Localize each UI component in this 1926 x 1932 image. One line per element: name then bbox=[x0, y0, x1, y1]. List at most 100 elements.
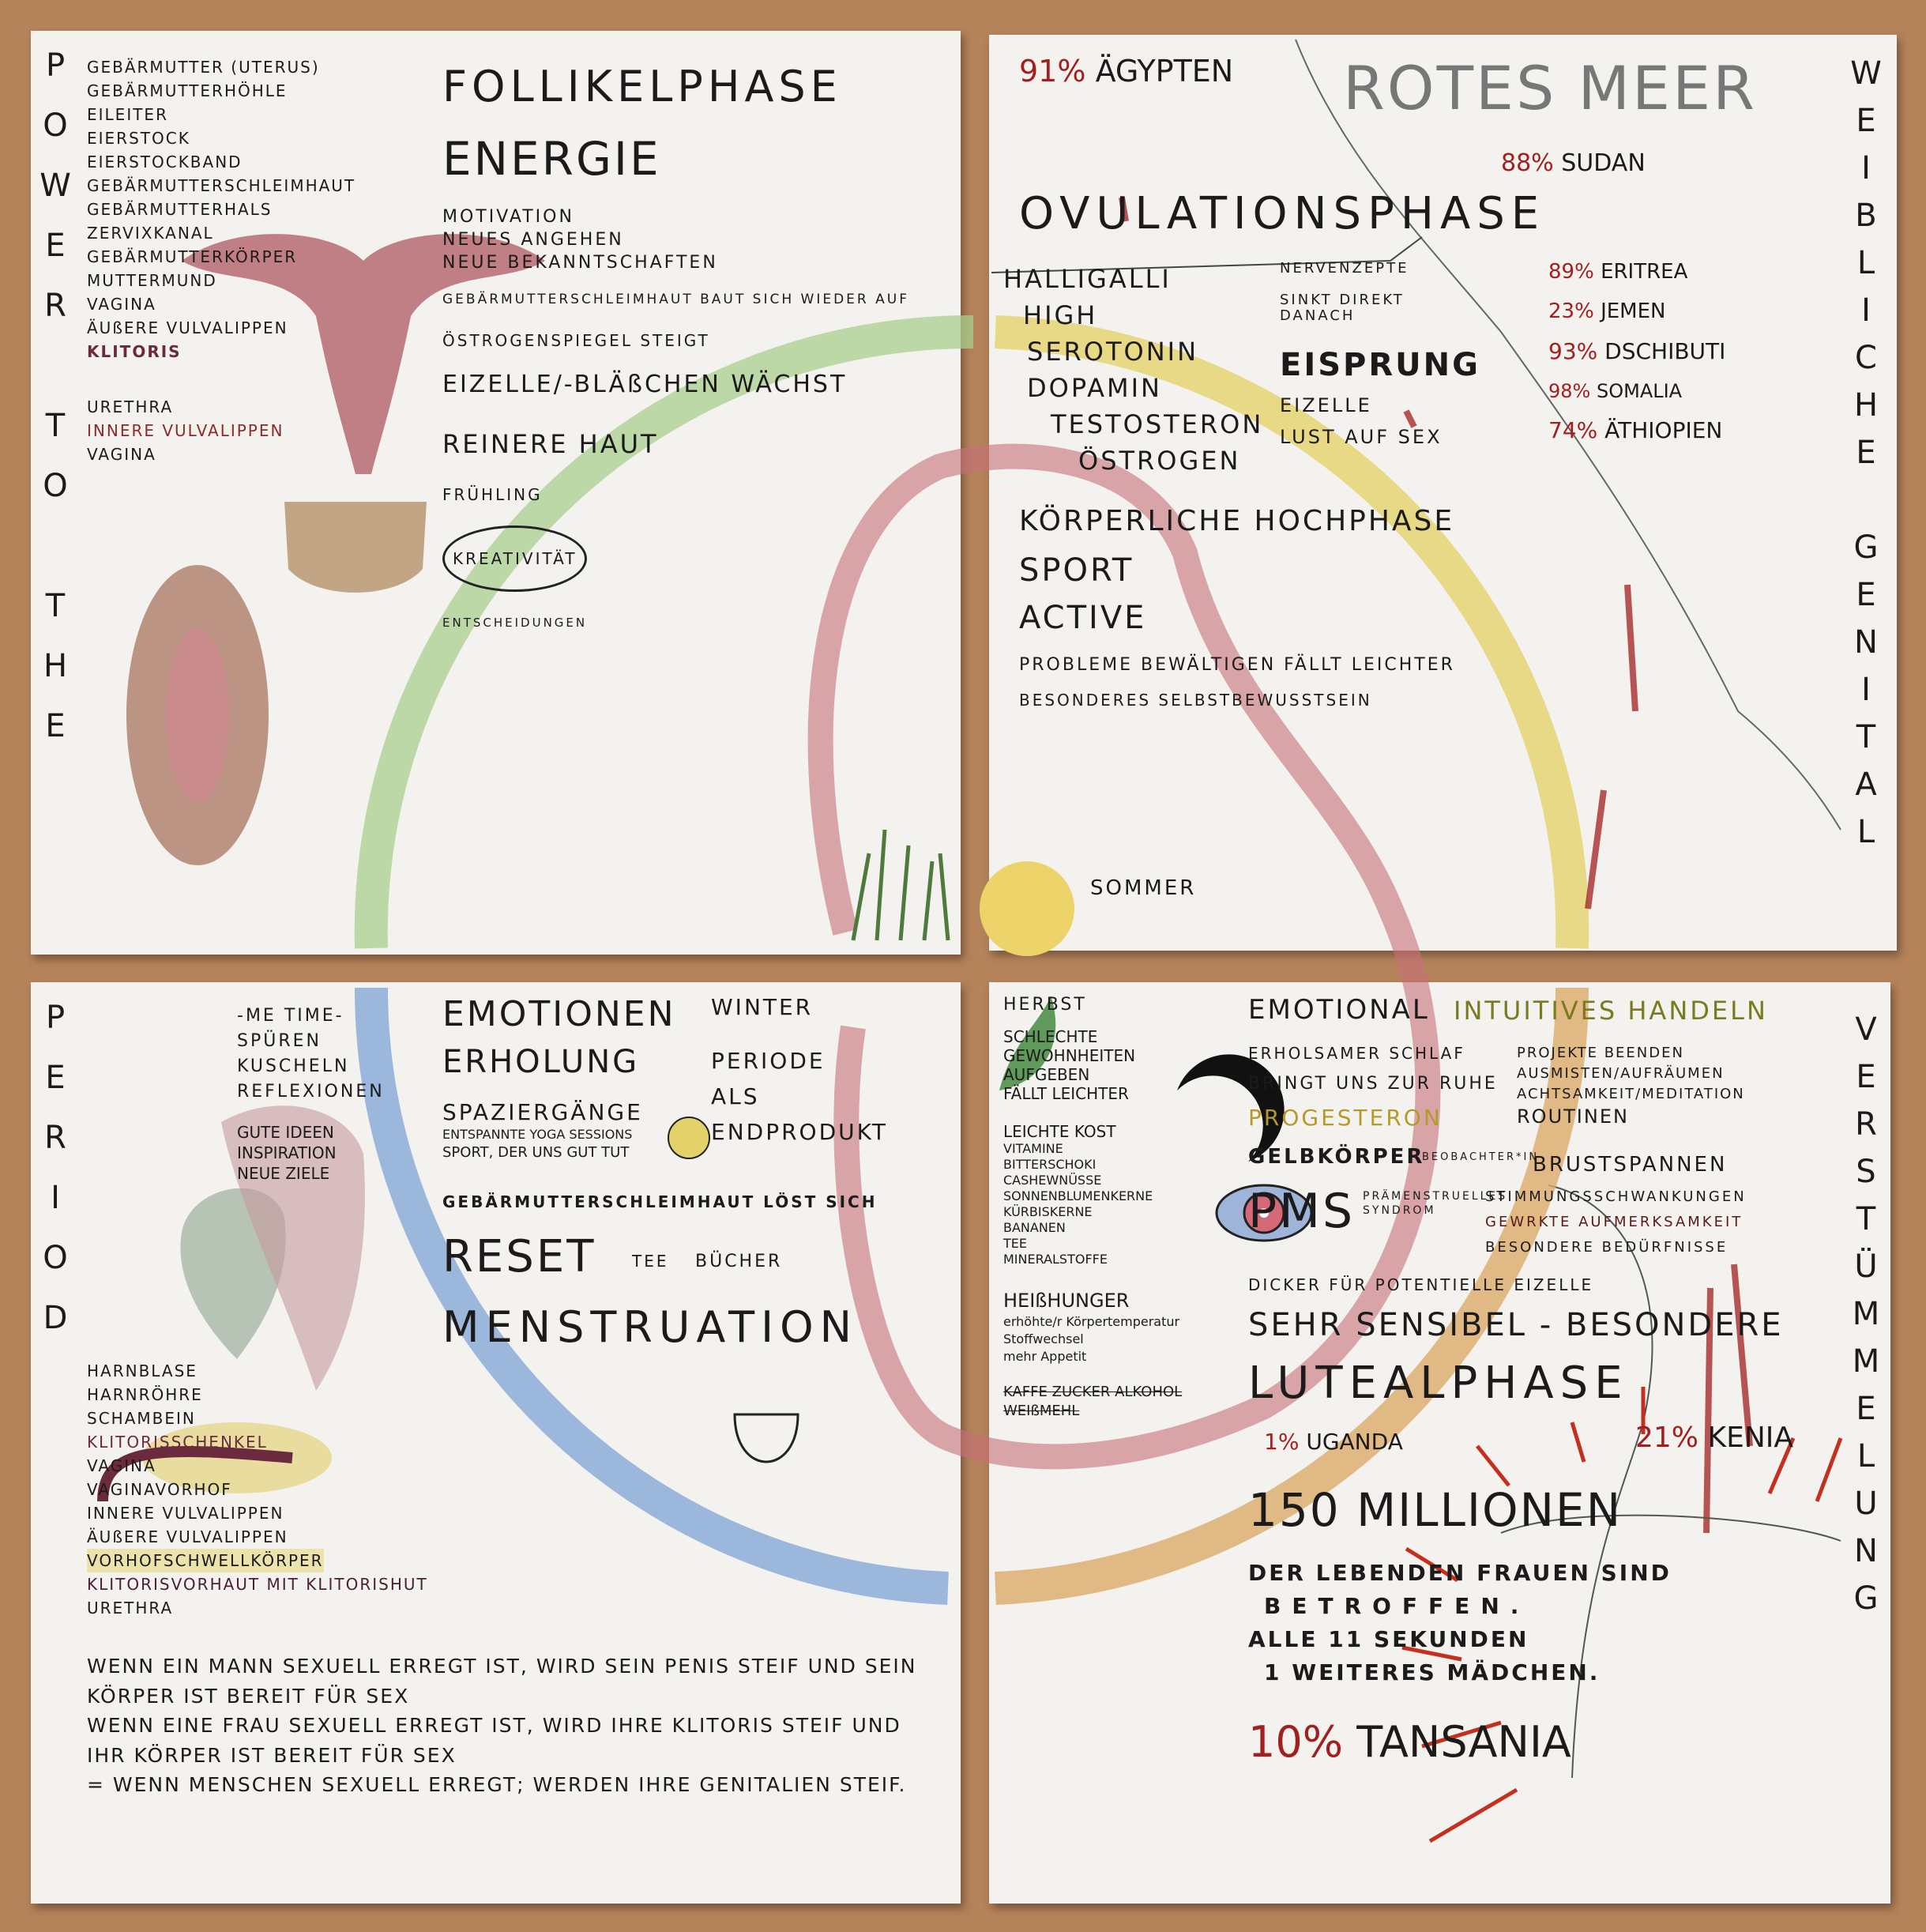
reset-label: RESET bbox=[442, 1231, 596, 1282]
label-endometrium: GEBÄRMUTTERSCHLEIMHAUT bbox=[87, 176, 356, 195]
country-name: ÄTHIOPIEN bbox=[1604, 417, 1723, 443]
label-vestibule: VAGINAVORHOF bbox=[87, 1480, 232, 1499]
habit-item: FÄLLT LEICHTER bbox=[1003, 1084, 1129, 1103]
craving-item: erhöhte/r Körpertemperatur bbox=[1003, 1314, 1180, 1329]
food-item: CASHEWNÜSSE bbox=[1003, 1173, 1102, 1188]
country-name: TANSANIA bbox=[1356, 1717, 1571, 1767]
label-urethra-tube: HARNRÖHRE bbox=[87, 1385, 203, 1404]
hormone-estrogen: ÖSTROGEN bbox=[1078, 446, 1241, 476]
anatomy-label-list: HARNBLASE HARNRÖHRE SCHAMBEIN KLITORISSC… bbox=[87, 1359, 428, 1620]
egg-cell-label: EIZELLE bbox=[1280, 394, 1372, 416]
country-percent: 91% bbox=[1019, 54, 1086, 89]
energy-note-new: NEUES ANGEHEN bbox=[442, 230, 624, 250]
habit-item: SCHLECHTE bbox=[1003, 1027, 1098, 1046]
desire-label: LUST AUF SEX bbox=[1280, 426, 1443, 448]
country-name: ÄGYPTEN bbox=[1095, 54, 1234, 89]
phase-ovulation: OVULATIONSPHASE bbox=[1019, 188, 1546, 239]
country-percent: 89% bbox=[1548, 260, 1594, 284]
metime-item: KUSCHELN bbox=[237, 1056, 350, 1076]
hormone-testosteron: TESTOSTERON bbox=[1051, 409, 1264, 439]
food-item: SONNENBLUMENKERNE bbox=[1003, 1188, 1153, 1203]
cravings-list: HEIßHUNGER erhöhte/r Körpertemperatur St… bbox=[1003, 1288, 1179, 1365]
label-uterus-cavity: GEBÄRMUTTERHÖHLE bbox=[87, 81, 288, 100]
needs-label: BESONDERE BEDÜRFNISSE bbox=[1485, 1239, 1729, 1256]
uterus-label-list: GEBÄRMUTTER (UTERUS) GEBÄRMUTTERHÖHLE EI… bbox=[87, 55, 355, 363]
food-item: TEE bbox=[1003, 1236, 1027, 1251]
country-name: JEMEN bbox=[1601, 299, 1666, 323]
habit-item: GEWOHNHEITEN bbox=[1003, 1046, 1136, 1065]
progesterone-label: PROGESTERON bbox=[1248, 1105, 1443, 1131]
label-ovary-ligament: EIERSTOCKBAND bbox=[87, 153, 243, 171]
problems-label: PROBLEME BEWÄLTIGEN FÄLLT LEICHTER bbox=[1019, 655, 1455, 675]
country-name: DSCHIBUTI bbox=[1604, 338, 1726, 364]
craving-item: HEIßHUNGER bbox=[1003, 1290, 1130, 1312]
country-percent: 88% bbox=[1501, 149, 1554, 177]
sport-label: SPORT bbox=[1019, 552, 1134, 589]
avoid-item: KAFFE bbox=[1003, 1384, 1048, 1400]
tea-label: TEE bbox=[632, 1252, 669, 1271]
hormone-dopamin: DOPAMIN bbox=[1027, 373, 1162, 403]
walks-item: SPORT, DER UNS GUT TUT bbox=[442, 1144, 630, 1162]
label-inner-labia: INNERE VULVALIPPEN bbox=[87, 421, 284, 440]
country-percent: 74% bbox=[1548, 417, 1598, 443]
estrogen-rises: ÖSTROGENSPIEGEL STEIGT bbox=[442, 331, 710, 350]
label-urethra-bl: URETHRA bbox=[87, 1599, 174, 1618]
country-uganda: 1% UGANDA bbox=[1264, 1429, 1403, 1455]
metime-item: SPÜREN bbox=[237, 1031, 322, 1051]
label-outer-labia-bl: ÄUßERE VULVALIPPEN bbox=[87, 1527, 288, 1546]
stat-line: BETROFFEN. bbox=[1264, 1593, 1530, 1619]
craving-item: Stoffwechsel bbox=[1003, 1331, 1084, 1346]
country-egypt: 91% ÄGYPTEN bbox=[1019, 55, 1233, 89]
food-item: BANANEN bbox=[1003, 1220, 1066, 1235]
label-clitoral-hood: KLITORISVORHAUT MIT KLITORISHUT bbox=[87, 1575, 428, 1594]
label-outer-labia: ÄUßERE VULVALIPPEN bbox=[87, 318, 288, 337]
country-djibouti: 93% DSCHIBUTI bbox=[1548, 338, 1726, 364]
calm-label: BRINGT UNS ZUR RUHE bbox=[1248, 1074, 1498, 1094]
self-confidence: BESONDERES SELBSTBEWUSSTSEIN bbox=[1019, 691, 1372, 710]
country-percent: 98% bbox=[1548, 380, 1591, 402]
food-item: VITAMINE bbox=[1003, 1141, 1063, 1156]
avoid-item: ALKOHOL bbox=[1115, 1384, 1183, 1400]
clearer-skin: REINERE HAUT bbox=[442, 429, 659, 459]
energy-heading: ENERGIE bbox=[442, 132, 661, 186]
sinks-after: SINKT DIREKT DANACH bbox=[1280, 292, 1405, 324]
label-inner-labia-bl: INNERE VULVALIPPEN bbox=[87, 1504, 284, 1523]
food-item: KÜRBISKERNE bbox=[1003, 1204, 1093, 1219]
walks-list: SPAZIERGÄNGE ENTSPANNTE YOGA SESSIONS SP… bbox=[442, 1098, 643, 1162]
period-product-line: ENDPRODUKT bbox=[711, 1119, 888, 1145]
creativity-circle: KREATIVITÄT bbox=[442, 525, 588, 592]
intuitive-label: INTUITIVES HANDELN bbox=[1454, 996, 1768, 1026]
label-cervical-canal: ZERVIXKANAL bbox=[87, 224, 214, 243]
country-tanzania: 10% TANSANIA bbox=[1248, 1719, 1571, 1765]
label-uterus-body: GEBÄRMUTTERKÖRPER bbox=[87, 247, 298, 266]
country-name: SOMALIA bbox=[1596, 380, 1683, 402]
avoid-item: ZUCKER bbox=[1051, 1384, 1111, 1400]
avoid-list: KAFFE ZUCKER ALKOHOL WEIßMEHL bbox=[1003, 1383, 1224, 1421]
idea-item: INSPIRATION bbox=[237, 1143, 337, 1162]
breast-tension: BRUSTSPANNEN bbox=[1533, 1153, 1728, 1177]
period-product: PERIODE ALS ENDPRODUKT bbox=[711, 1043, 888, 1150]
metime-item: -ME TIME- bbox=[237, 1006, 344, 1026]
summer-label: SOMMER bbox=[1090, 876, 1197, 900]
energy-note-acquaintances: NEUE BEKANNTSCHAFTEN bbox=[442, 253, 718, 273]
stat-line: ALLE 11 SEKUNDEN bbox=[1248, 1626, 1529, 1652]
stat-line: DER LEBENDEN FRAUEN SIND bbox=[1248, 1560, 1672, 1586]
active-label: ACTIVE bbox=[1019, 600, 1147, 636]
habits-list: SCHLECHTE GEWOHNHEITEN AUFGEBEN FÄLLT LE… bbox=[1003, 1027, 1135, 1103]
label-cervix-mouth: MUTTERMUND bbox=[87, 271, 217, 290]
hormone-list: HALLIGALLI HIGH SEROTONIN DOPAMIN TESTOS… bbox=[1003, 261, 1263, 479]
side-title-female-genital: WEIBLICHE GENITAL bbox=[1848, 55, 1884, 861]
phase-follicle: FOLLIKELPHASE bbox=[442, 62, 842, 111]
country-percent: 10% bbox=[1248, 1717, 1344, 1767]
red-sea-label: ROTES MEER bbox=[1343, 53, 1757, 123]
pms-label: PMS bbox=[1248, 1184, 1356, 1239]
energy-notes: MOTIVATION NEUES ANGEHEN NEUE BEKANNTSCH… bbox=[442, 205, 718, 274]
craving-item: mehr Appetit bbox=[1003, 1349, 1087, 1364]
vulva-label-list: URETHRA INNERE VULVALIPPEN VAGINA bbox=[87, 395, 284, 466]
rest-label: ERHOLUNG bbox=[442, 1044, 640, 1080]
walks-item: ENTSPANNTE YOGA SESSIONS bbox=[442, 1127, 633, 1143]
idea-item: GUTE IDEEN bbox=[237, 1123, 334, 1142]
ovulation-label: EISPRUNG bbox=[1280, 347, 1480, 383]
books-label: BÜCHER bbox=[695, 1252, 783, 1271]
avoid-item: WEIßMEHL bbox=[1003, 1403, 1080, 1419]
